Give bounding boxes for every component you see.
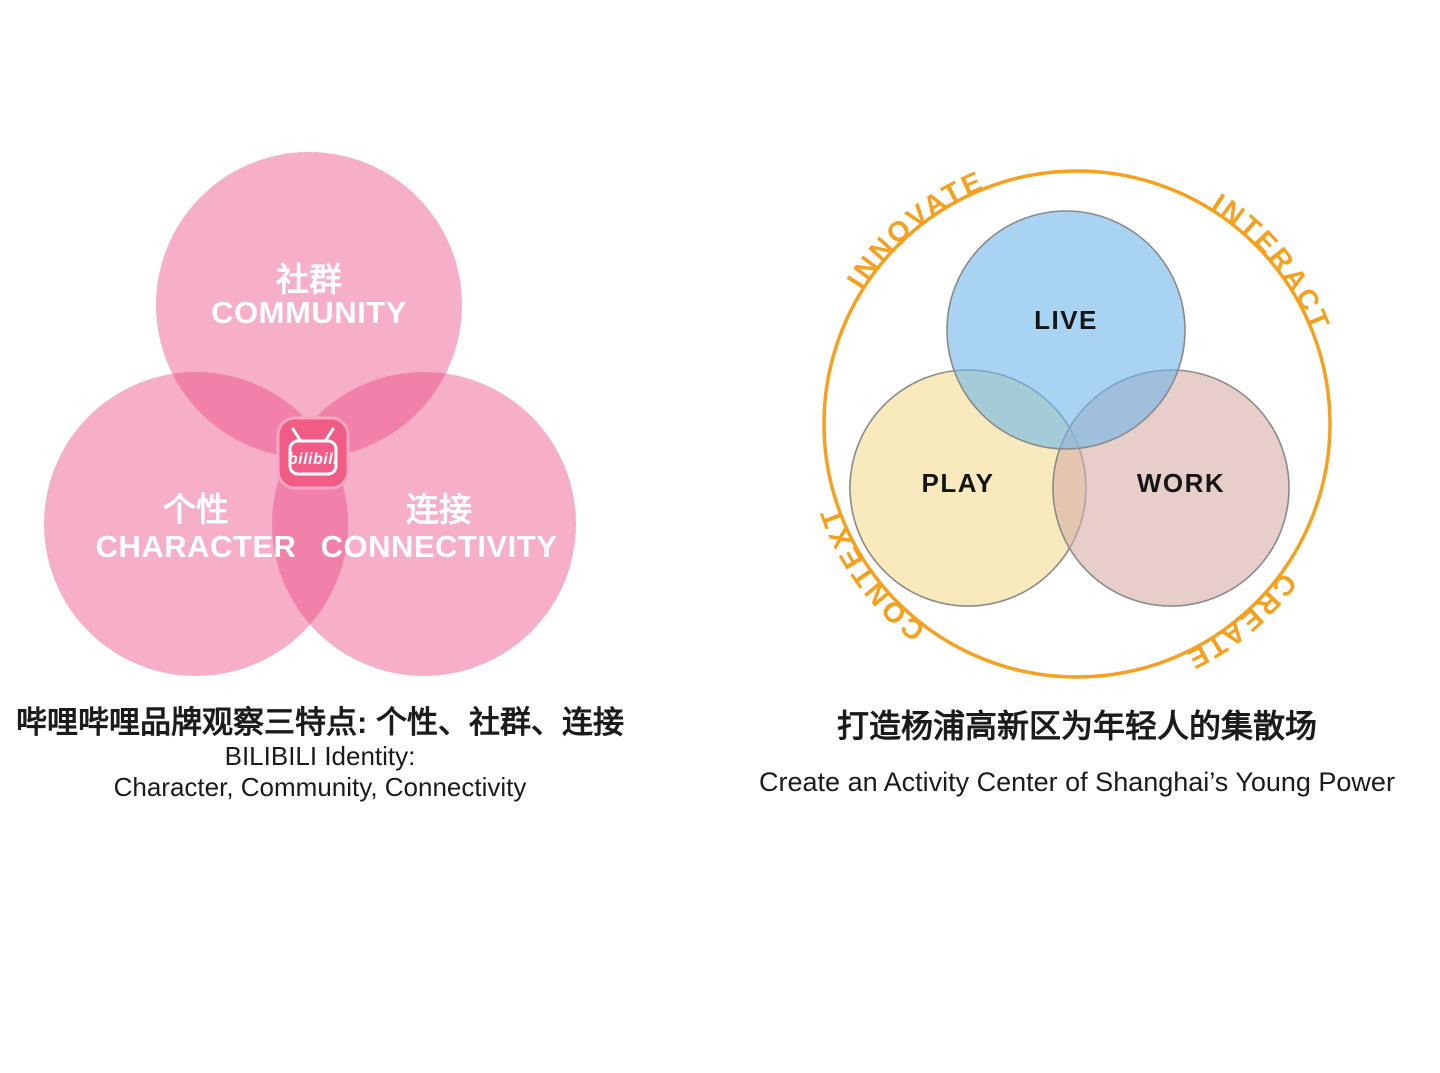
bilibili-tv-antenna-icon	[291, 427, 335, 442]
work-label: WORK	[1137, 468, 1225, 498]
right-caption-english: Create an Activity Center of Shanghai’s …	[759, 767, 1395, 797]
connectivity-label-zh: 连接	[406, 491, 472, 528]
outer-ring	[822, 169, 1332, 679]
community-label-en: COMMUNITY	[211, 295, 407, 330]
character-label-zh: 个性	[163, 491, 229, 528]
live-label: LIVE	[1034, 305, 1098, 335]
venn-circle-character	[44, 372, 348, 676]
connectivity-label-en: CONNECTIVITY	[321, 529, 558, 564]
community-label-zh: 社群	[276, 261, 342, 298]
left-caption-chinese: 哔哩哔哩品牌观察三特点: 个性、社群、连接	[16, 705, 624, 740]
bilibili-app-icon: bilibili	[276, 416, 350, 490]
bilibili-logo-text: bilibili	[288, 451, 338, 468]
left-caption-english-line1: BILIBILI Identity:	[225, 741, 416, 771]
right-caption-chinese: 打造杨浦高新区为年轻人的集散场	[837, 708, 1317, 744]
character-label-en: CHARACTER	[96, 529, 297, 564]
venn-circle-live	[946, 210, 1186, 450]
venn-circle-community	[156, 152, 462, 458]
young-power-venn-diagram: INNOVATE INTERACT CREATE CONTEXT LIVE PL…	[759, 164, 1395, 797]
play-label: PLAY	[922, 468, 995, 498]
bilibili-venn-diagram: 社群 COMMUNITY 个性 CHARACTER 连接 CONNECTIVIT…	[16, 152, 624, 802]
ring-label-interact: INTERACT	[1207, 187, 1337, 336]
bilibili-tv-icon	[288, 439, 338, 476]
left-caption-english-line2: Character, Community, Connectivity	[114, 772, 527, 802]
